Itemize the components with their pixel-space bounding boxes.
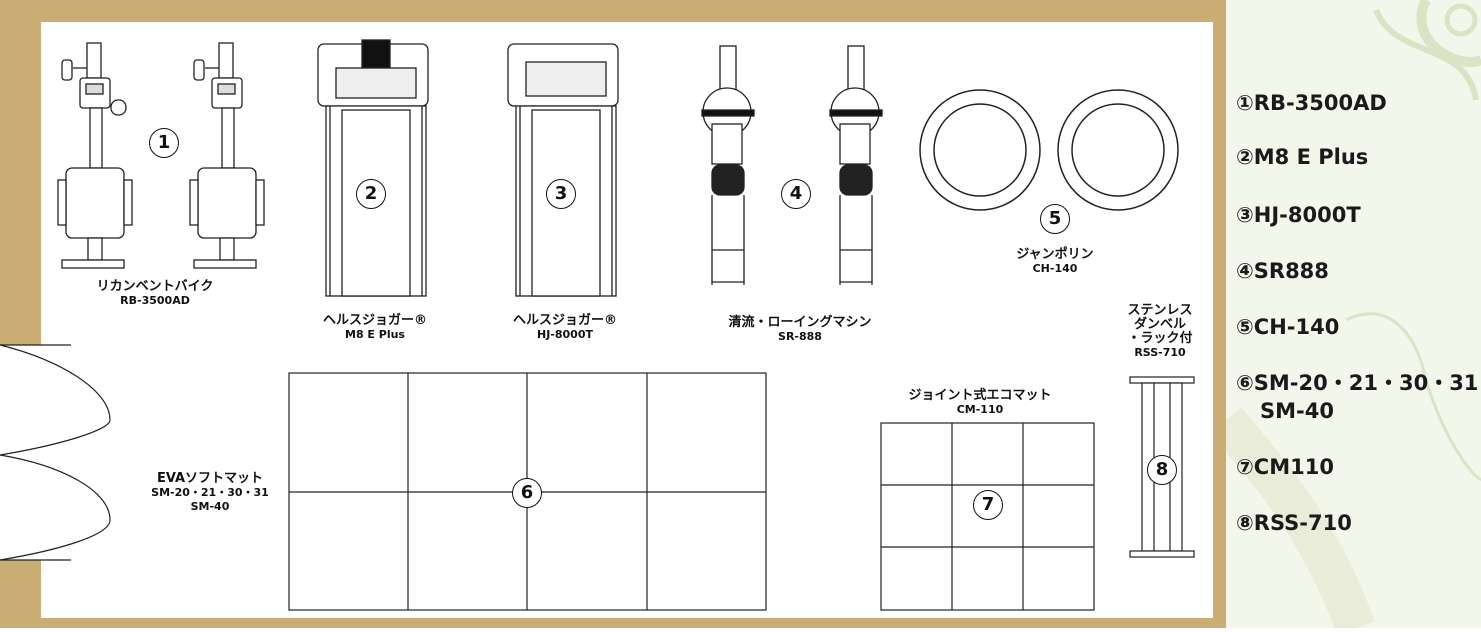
label-rowing: 清流・ローイングマシン SR-888: [700, 316, 900, 344]
ecomat-name: ジョイント式エコマット: [908, 388, 1052, 403]
legend-item-7: ⑦CM110: [1236, 455, 1334, 479]
evamat-model2: SM-40: [190, 500, 230, 513]
marker-1: 1: [149, 128, 179, 158]
ecomat-model: CM-110: [956, 403, 1004, 416]
floor-plan: [0, 0, 1226, 628]
rack-name1: ステンレス: [1127, 303, 1193, 318]
rack-name3: ・ラック付: [1127, 331, 1193, 346]
bike-name: リカンベントバイク: [96, 279, 214, 294]
legend-item-5: ⑤CH-140: [1236, 315, 1340, 339]
trampoline-model: CH-140: [1032, 262, 1078, 275]
recumbent-bike-1: [57, 42, 133, 269]
marker-3: 3: [546, 179, 576, 209]
label-trampoline: ジャンポリン CH-140: [990, 248, 1120, 276]
treadmill2-model: HJ-8000T: [537, 328, 593, 341]
marker-4: 4: [781, 179, 811, 209]
doorway: [0, 345, 71, 560]
marker-7: 7: [973, 490, 1003, 520]
label-bike: リカンベントバイク RB-3500AD: [70, 280, 240, 308]
legend-item-4: ④SR888: [1236, 259, 1329, 283]
sidebar-background: [1210, 0, 1481, 632]
treadmill-hj8000t: [507, 43, 619, 297]
marker-6: 6: [512, 478, 542, 508]
rowing-model: SR-888: [778, 330, 822, 343]
evamat-name: EVAソフトマット: [156, 471, 264, 486]
label-evamat: EVAソフトマット SM-20・21・30・31 SM-40: [140, 472, 280, 514]
legend-item-1: ①RB-3500AD: [1236, 91, 1387, 115]
trampolines: [919, 89, 1179, 211]
marker-8: 8: [1147, 455, 1177, 485]
label-rack: ステンレス ダンベル ・ラック付 RSS-710: [1110, 304, 1210, 360]
evamat-model1: SM-20・21・30・31: [151, 486, 269, 499]
legend-item-8: ⑧RSS-710: [1236, 511, 1352, 535]
legend-item-2: ②M8 E Plus: [1236, 145, 1369, 169]
legend-item-3: ③HJ-8000T: [1236, 203, 1361, 227]
ornament-decoration: [1210, 0, 1481, 632]
rowing-machine-2: [829, 45, 883, 285]
marker-5: 5: [1040, 204, 1070, 234]
marker-2: 2: [356, 179, 386, 209]
rowing-name: 清流・ローイングマシン: [728, 315, 872, 330]
bike-model: RB-3500AD: [120, 294, 190, 307]
rowing-machine-1: [701, 45, 755, 285]
treadmill1-model: M8 E Plus: [345, 328, 405, 341]
recumbent-bike-2: [189, 42, 265, 269]
treadmill1-name: ヘルスジョガー®: [322, 313, 427, 328]
door-swing: [0, 344, 111, 561]
legend-item-6: ⑥SM-20・21・30・31: [1236, 371, 1479, 395]
rack-name2: ダンベル: [1133, 317, 1186, 332]
rack-model: RSS-710: [1134, 346, 1186, 359]
label-ecomat: ジョイント式エコマット CM-110: [880, 389, 1080, 417]
label-treadmill1: ヘルスジョガー® M8 E Plus: [290, 314, 460, 342]
legend-item-6b: SM-40: [1260, 399, 1334, 423]
treadmill-m8: [317, 39, 429, 297]
trampoline-name: ジャンポリン: [1016, 247, 1094, 262]
treadmill2-name: ヘルスジョガー®: [512, 313, 617, 328]
label-treadmill2: ヘルスジョガー® HJ-8000T: [480, 314, 650, 342]
